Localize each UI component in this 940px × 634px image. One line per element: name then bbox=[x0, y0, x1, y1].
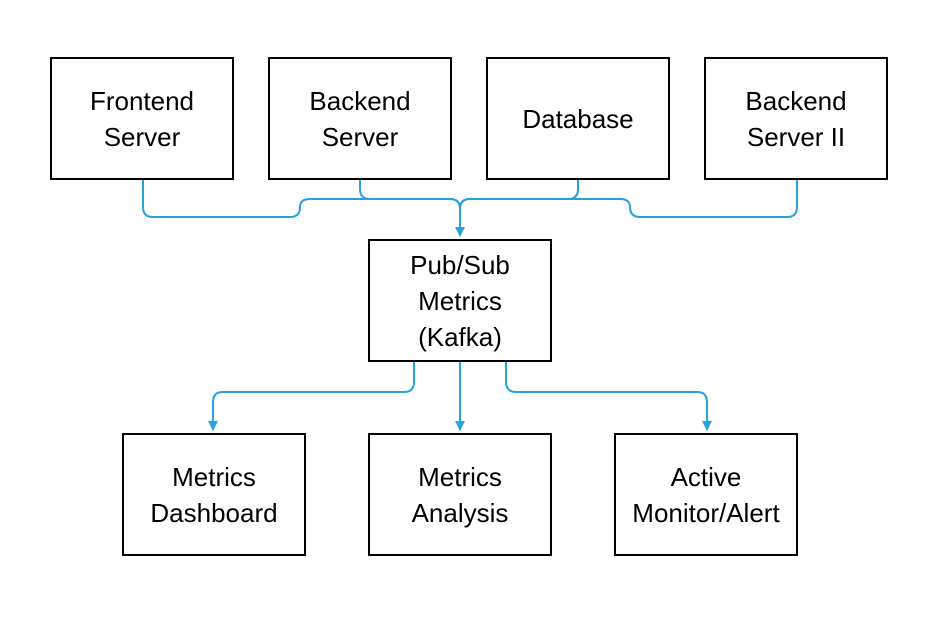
node-label-line: (Kafka) bbox=[418, 321, 502, 352]
node-label-line: Active bbox=[670, 461, 742, 492]
node-label-line: Server bbox=[321, 121, 399, 152]
node-label-line: Backend bbox=[309, 85, 411, 116]
node-label-line: Dashboard bbox=[150, 497, 278, 528]
edge-database-to-pubsub bbox=[459, 180, 579, 236]
edge-pubsub-to-monitor bbox=[505, 362, 712, 431]
edge-frontend-to-pubsub bbox=[142, 180, 461, 236]
node-database: Database bbox=[486, 57, 670, 180]
node-backend-server-ii: Backend Server II bbox=[704, 57, 888, 180]
edge-backend-ii-to-pubsub bbox=[455, 180, 798, 237]
node-metrics-analysis: Metrics Analysis bbox=[368, 433, 552, 556]
node-frontend-server: Frontend Server bbox=[50, 57, 234, 180]
node-backend-server: Backend Server bbox=[268, 57, 452, 180]
node-label-line: Database bbox=[522, 103, 634, 134]
node-label-line: Backend bbox=[745, 85, 847, 116]
node-metrics-dashboard: Metrics Dashboard bbox=[122, 433, 306, 556]
node-label-line: Metrics bbox=[172, 461, 256, 492]
node-label-line: Monitor/Alert bbox=[632, 497, 780, 528]
node-label-line: Pub/Sub bbox=[410, 249, 510, 280]
node-label-line: Server II bbox=[746, 121, 846, 152]
node-label-line: Metrics bbox=[418, 285, 502, 316]
node-label-line: Server bbox=[103, 121, 181, 152]
edge-backend-to-pubsub bbox=[359, 180, 461, 236]
node-label-line: Frontend bbox=[89, 85, 195, 116]
node-label-line: Analysis bbox=[411, 497, 509, 528]
node-label-line: Metrics bbox=[418, 461, 502, 492]
node-active-monitor-alert: Active Monitor/Alert bbox=[614, 433, 798, 556]
edge-pubsub-to-dashboard bbox=[208, 362, 415, 431]
node-pubsub-metrics-kafka: Pub/Sub Metrics (Kafka) bbox=[368, 239, 552, 362]
